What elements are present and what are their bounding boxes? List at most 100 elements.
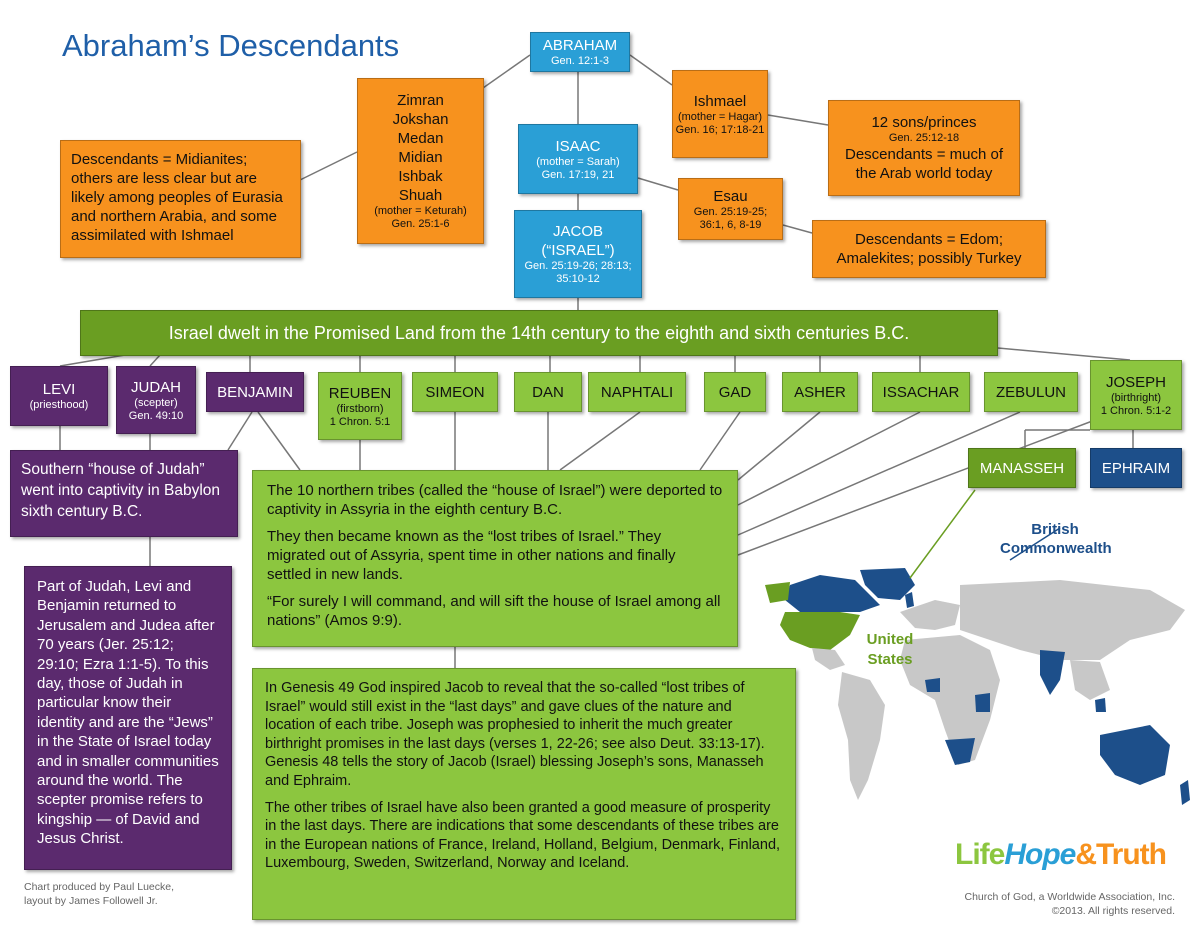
map-nigeria [925, 678, 940, 692]
life-hope-truth-logo: LifeHope&Truth [955, 838, 1167, 872]
princes-ref: Gen. 25:12-18 [888, 132, 960, 144]
joseph-ref: 1 Chron. 5:1-2 [1100, 404, 1172, 417]
isaac-mother: (mother = Sarah) [536, 155, 620, 168]
judah-ref: Gen. 49:10 [128, 409, 184, 422]
isaac-box: ISAAC (mother = Sarah) Gen. 17:19, 21 [518, 124, 638, 194]
jacob-box: JACOB (“ISRAEL”) Gen. 25:19-26; 28:13; 3… [514, 210, 642, 298]
tribe-judah: JUDAH (scepter) Gen. 49:10 [116, 366, 196, 434]
zebulun-name: ZEBULUN [995, 383, 1066, 401]
map-alaska [765, 582, 790, 603]
logo-amp: & [1075, 838, 1097, 871]
jacob-alt: (“ISRAEL”) [541, 242, 615, 259]
son-medan: Medan [397, 130, 444, 147]
edom-box: Descendants = Edom; Amalekites; possibly… [812, 220, 1046, 278]
tribe-dan: DAN [514, 372, 582, 412]
ishmael-ref: Gen. 16; 17:18-21 [675, 123, 765, 136]
abraham-name: ABRAHAM [542, 37, 618, 54]
ishmael-mother: (mother = Hagar) [677, 110, 763, 123]
jacob-ref1: Gen. 25:19-26; 28:13; [524, 260, 632, 272]
genesis-p1: In Genesis 49 God inspired Jacob to reve… [265, 680, 765, 789]
princes-box: 12 sons/princes Gen. 25:12-18 Descendant… [828, 100, 1020, 196]
northern-p1: The 10 northern tribes (called the “hous… [267, 482, 723, 518]
northern-p2: They then became known as the “lost trib… [267, 528, 676, 583]
southern-judah-box: Southern “house of Judah” went into capt… [10, 450, 238, 537]
map-india [1040, 650, 1065, 695]
jacob-name: JACOB [552, 223, 603, 240]
son-midian: Midian [398, 149, 443, 166]
midianites-text: Descendants = Midianites; others are les… [71, 151, 283, 244]
keturah-ref: Gen. 25:1-6 [391, 218, 450, 230]
esau-ref2: 36:1, 6, 8-19 [699, 218, 762, 231]
esau-name: Esau [713, 187, 748, 205]
chart-credit: Chart produced by Paul Luecke, layout by… [24, 880, 174, 908]
northern-p3: “For surely I will command, and will sif… [267, 593, 721, 629]
returned-text: Part of Judah, Levi and Benjamin returne… [37, 578, 219, 848]
genesis-p2: The other tribes of Israel have also bee… [265, 799, 781, 872]
levi-name: LEVI [42, 381, 76, 398]
northern-tribes-box: The 10 northern tribes (called the “hous… [252, 470, 738, 647]
issachar-name: ISSACHAR [882, 383, 960, 401]
map-south-africa [945, 738, 975, 765]
dan-name: DAN [532, 383, 564, 401]
tribe-ephraim: EPHRAIM [1090, 448, 1182, 488]
united-states-label: United States [866, 631, 914, 668]
map-malaysia [1095, 698, 1106, 712]
logo-truth: Truth [1096, 838, 1167, 871]
map-uk [905, 592, 914, 608]
judah-name: JUDAH [130, 378, 181, 396]
logo-life: Life [955, 838, 1005, 871]
tribe-issachar: ISSACHAR [872, 372, 970, 412]
son-ishbak: Ishbak [398, 168, 443, 185]
copyright-line2: ©2013. All rights reserved. [1051, 905, 1175, 917]
isaac-name: ISAAC [555, 137, 601, 155]
benjamin-name: BENJAMIN [217, 383, 293, 401]
page-title: Abraham’s Descendants [62, 28, 400, 63]
keturah-mother: (mother = Keturah) [374, 205, 467, 217]
reuben-name: REUBEN [328, 384, 392, 402]
abraham-box: ABRAHAM Gen. 12:1-3 [530, 32, 630, 72]
tribe-gad: GAD [704, 372, 766, 412]
son-zimran: Zimran [397, 92, 444, 109]
tribe-naphtali: NAPHTALI [588, 372, 686, 412]
tribe-reuben: REUBEN (firstborn) 1 Chron. 5:1 [318, 372, 402, 440]
princes-desc: Descendants = much of the Arab world tod… [844, 146, 1003, 182]
simeon-name: SIMEON [425, 383, 485, 401]
joseph-name: JOSEPH [1105, 373, 1166, 391]
world-map [765, 489, 1190, 805]
son-shuah: Shuah [398, 187, 443, 204]
asher-name: ASHER [794, 383, 846, 401]
returned-box: Part of Judah, Levi and Benjamin returne… [24, 566, 232, 870]
copyright: Church of God, a Worldwide Association, … [930, 890, 1176, 918]
map-new-zealand [1180, 780, 1190, 805]
joseph-sub: (birthright) [1110, 391, 1162, 404]
map-australia [1100, 725, 1170, 785]
tribe-joseph: JOSEPH (birthright) 1 Chron. 5:1-2 [1090, 360, 1182, 430]
reuben-ref: 1 Chron. 5:1 [329, 415, 391, 428]
reuben-sub: (firstborn) [336, 402, 384, 415]
tribe-zebulun: ZEBULUN [984, 372, 1078, 412]
ishmael-name: Ishmael [693, 92, 747, 110]
credit-line2: layout by James Followell Jr. [24, 895, 158, 907]
midianites-box: Descendants = Midianites; others are les… [60, 140, 301, 258]
levi-sub: (priesthood) [29, 399, 89, 411]
genesis-box: In Genesis 49 God inspired Jacob to reve… [252, 668, 796, 920]
gad-name: GAD [718, 383, 752, 401]
manasseh-name: MANASSEH [979, 459, 1065, 477]
abraham-ref: Gen. 12:1-3 [550, 55, 610, 67]
esau-ref1: Gen. 25:19-25; [693, 205, 768, 218]
keturah-sons-box: Zimran Jokshan Medan Midian Ishbak Shuah… [357, 78, 484, 244]
credit-line1: Chart produced by Paul Luecke, [24, 881, 175, 893]
tribe-asher: ASHER [782, 372, 858, 412]
edom-text: Descendants = Edom; Amalekites; possibly… [836, 231, 1022, 267]
esau-box: Esau Gen. 25:19-25; 36:1, 6, 8-19 [678, 178, 783, 240]
promised-land-banner: Israel dwelt in the Promised Land from t… [80, 310, 998, 356]
map-usa [780, 612, 860, 650]
banner-text: Israel dwelt in the Promised Land from t… [168, 322, 910, 343]
judah-sub: (scepter) [134, 396, 178, 409]
tribe-levi: LEVI (priesthood) [10, 366, 108, 426]
copyright-line1: Church of God, a Worldwide Association, … [964, 891, 1176, 903]
map-canada [785, 575, 880, 615]
british-commonwealth-label: British Commonwealth [1000, 521, 1112, 557]
logo-hope: Hope [1004, 838, 1076, 871]
